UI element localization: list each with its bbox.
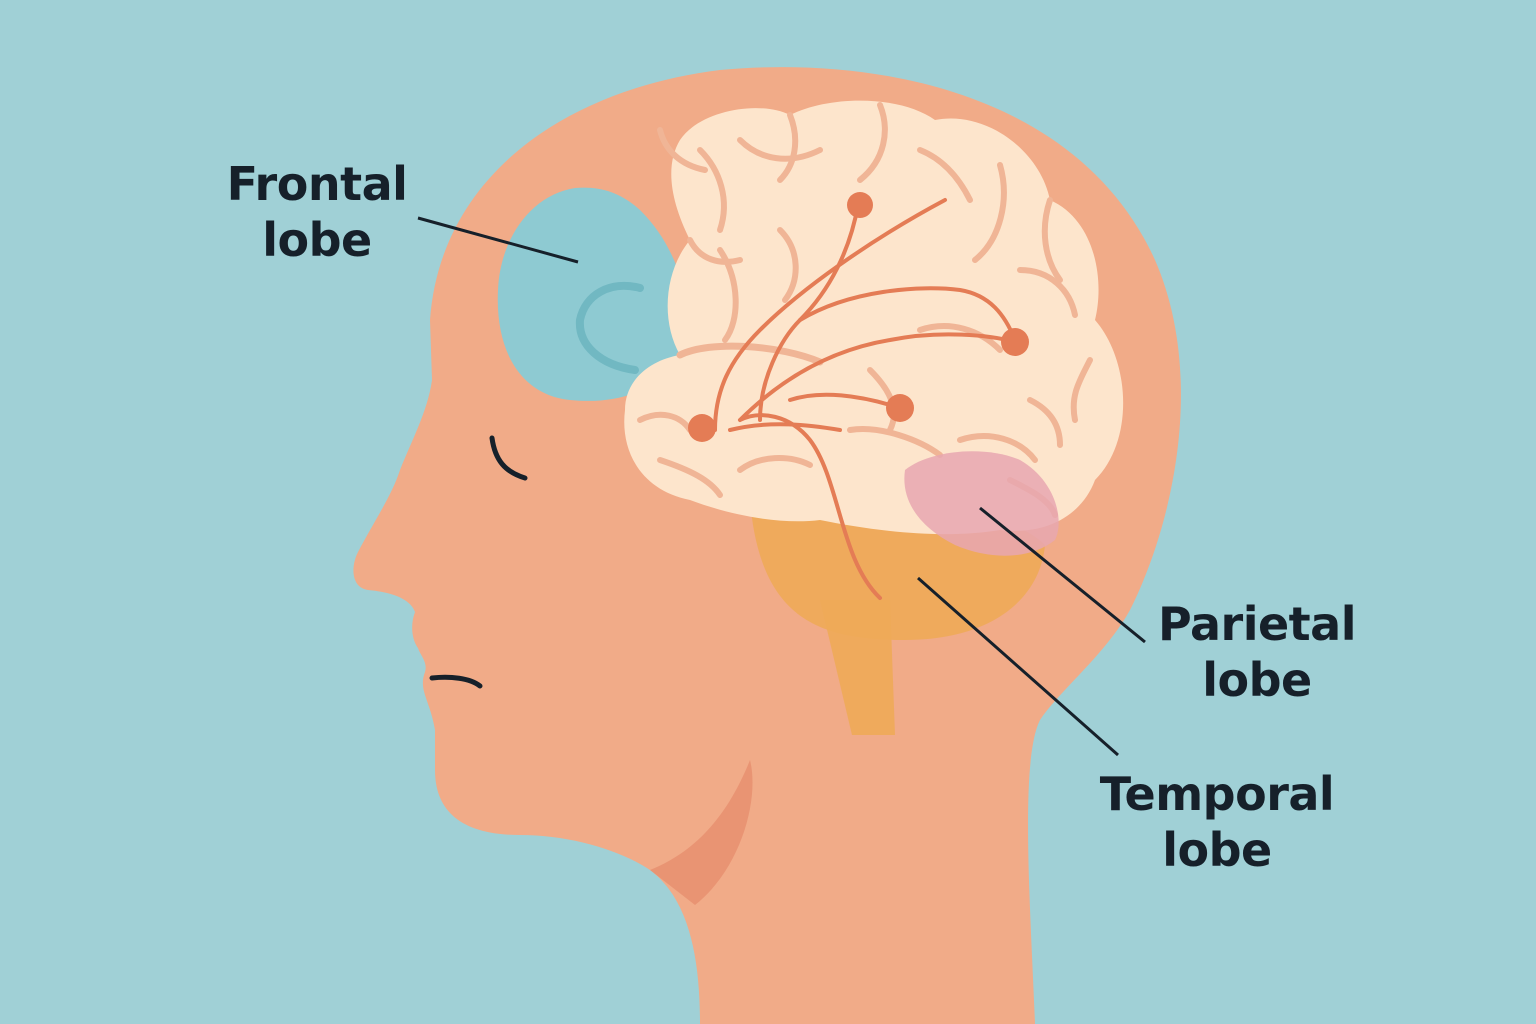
mouth bbox=[429, 674, 483, 689]
frontal-lobe-label: Frontal lobe bbox=[222, 156, 412, 268]
parietal-label-line1: Parietal bbox=[1158, 597, 1356, 651]
frontal-inner-curve bbox=[575, 281, 644, 374]
temporal-leader-line bbox=[917, 576, 1119, 757]
jaw-shadow bbox=[650, 760, 753, 905]
frontal-label-line1: Frontal bbox=[226, 157, 408, 211]
temporal-label-line1: Temporal bbox=[1099, 767, 1335, 821]
frontal-label-line2: lobe bbox=[262, 213, 372, 267]
frontal-leader-line bbox=[417, 216, 579, 264]
brain-stem bbox=[820, 600, 895, 735]
neuron-nodes bbox=[688, 192, 1029, 442]
temporal-lobe-label: Temporal lobe bbox=[1094, 766, 1340, 878]
temporal-label-line2: lobe bbox=[1162, 823, 1272, 877]
brain-folds bbox=[637, 102, 1093, 518]
parietal-leader-line bbox=[979, 506, 1146, 644]
parietal-region bbox=[904, 451, 1059, 556]
parietal-lobe-label: Parietal lobe bbox=[1150, 596, 1364, 708]
parietal-label-line2: lobe bbox=[1202, 653, 1312, 707]
eye bbox=[489, 435, 528, 481]
